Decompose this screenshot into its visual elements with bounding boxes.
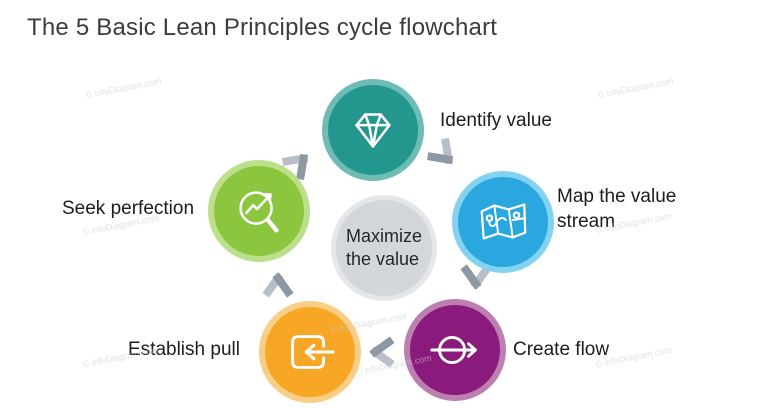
label-create-flow: Create flow — [513, 339, 610, 360]
establish-pull-circle — [259, 301, 361, 403]
node-maximize-the-value: Maximize the value — [331, 195, 437, 301]
label-establish-pull: Establish pull — [128, 339, 240, 360]
map-the-value-stream-circle — [452, 171, 554, 273]
center-label: Maximize the value — [345, 225, 422, 269]
node-create-flow — [404, 299, 506, 401]
node-map-the-value-stream — [452, 171, 554, 273]
chevron-arrow-establish-to-seek-icon — [262, 272, 294, 298]
flow-arrow-circle-icon — [430, 335, 477, 365]
page-title: The 5 Basic Lean Principles cycle flowch… — [27, 14, 498, 41]
chevron-arrow-identify-to-map-icon — [426, 137, 454, 165]
diamond-icon — [355, 113, 391, 148]
identify-value-circle — [322, 79, 424, 181]
chevron-arrow-seek-to-identify-icon — [281, 153, 309, 181]
label-map-the-value-stream: Map the value stream — [557, 186, 677, 232]
chevron-arrow-create-to-establish-icon — [369, 336, 395, 368]
chevron-arrow-map-to-create-icon — [460, 264, 492, 290]
map-icon — [480, 203, 527, 240]
label-identify-value: Identify value — [440, 110, 552, 131]
pull-box-arrow-icon — [291, 335, 335, 369]
watermark: © infoDiagram.com — [596, 75, 675, 101]
maximize-the-value-circle: Maximize the value — [331, 195, 437, 301]
label-seek-perfection: Seek perfection — [62, 198, 195, 219]
node-identify-value — [322, 79, 424, 181]
seek-perfection-circle — [208, 160, 310, 262]
create-flow-circle — [404, 299, 506, 401]
magnifier-growth-icon — [239, 191, 279, 233]
watermark: © infoDiagram.com — [84, 75, 163, 101]
node-establish-pull — [259, 301, 361, 403]
node-seek-perfection — [208, 160, 310, 262]
